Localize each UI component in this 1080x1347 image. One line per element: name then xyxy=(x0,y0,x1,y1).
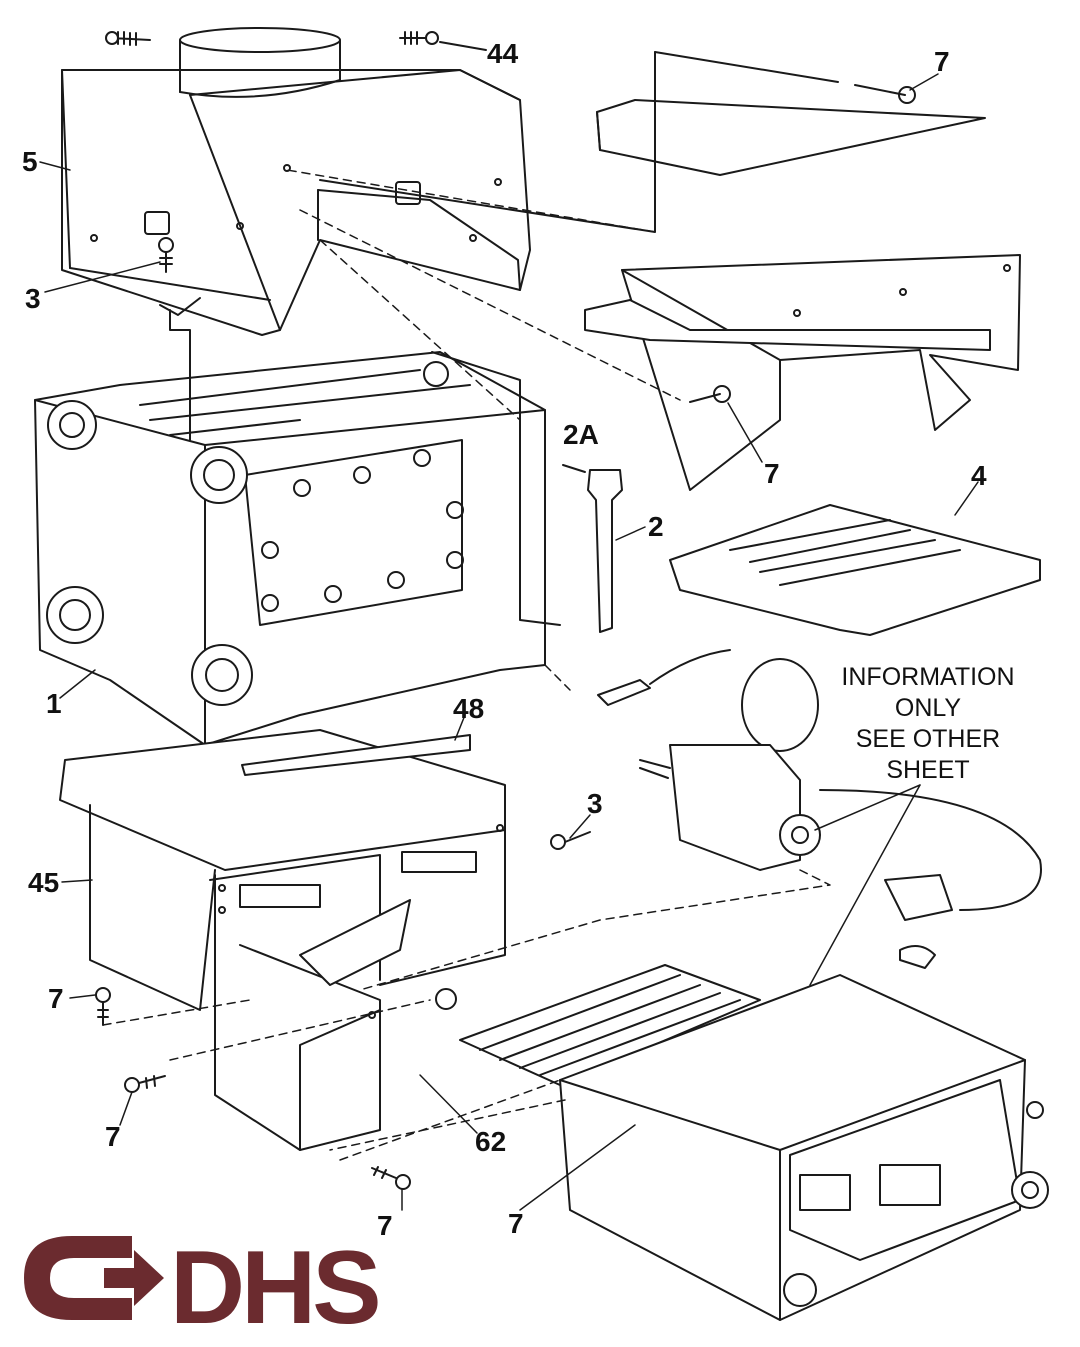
part-label-7-lower-left: 7 xyxy=(105,1121,121,1152)
combustion-chamber xyxy=(59,729,506,1151)
part-label-4: 4 xyxy=(971,460,987,491)
thermocouple-and-control xyxy=(597,649,1042,969)
part-label-1: 1 xyxy=(46,688,62,719)
dhs-logo-arrow-icon xyxy=(24,1236,164,1320)
part-label-5: 5 xyxy=(22,146,38,177)
note-line-3: SEE OTHER xyxy=(855,725,1001,753)
leader-lines xyxy=(39,73,979,1211)
part-label-3-mid: 3 xyxy=(587,788,603,819)
alignment-lines xyxy=(102,169,831,1161)
flue-hood xyxy=(61,27,531,336)
part-label-3-top: 3 xyxy=(25,283,41,314)
dhs-logo-text: DHS xyxy=(170,1230,382,1346)
part-label-7-left: 7 xyxy=(48,983,64,1014)
part-label-44: 44 xyxy=(487,38,519,69)
note-line-1: INFORMATION xyxy=(841,663,1015,691)
part-label-2A: 2A xyxy=(563,419,599,450)
part-label-2: 2 xyxy=(648,511,664,542)
immersion-pocket xyxy=(562,464,623,633)
burner-shield xyxy=(669,504,1041,636)
part-label-48: 48 xyxy=(453,693,485,724)
part-label-7-bottom-right: 7 xyxy=(508,1208,524,1239)
flue-deflector xyxy=(584,254,1021,491)
information-note: INFORMATION ONLY SEE OTHER SHEET xyxy=(818,662,1038,786)
burner-assembly xyxy=(459,964,1049,1321)
screws-44 xyxy=(105,31,487,51)
part-label-7-top: 7 xyxy=(934,46,950,77)
top-baffle xyxy=(319,51,986,233)
part-label-62: 62 xyxy=(475,1126,507,1157)
note-line-2: ONLY xyxy=(894,694,962,722)
part-label-45: 45 xyxy=(28,867,60,898)
part-label-7-bottom: 7 xyxy=(377,1210,393,1241)
note-line-4: SHEET xyxy=(886,756,970,784)
heat-exchanger xyxy=(34,309,561,746)
part-label-7-mid: 7 xyxy=(764,458,780,489)
